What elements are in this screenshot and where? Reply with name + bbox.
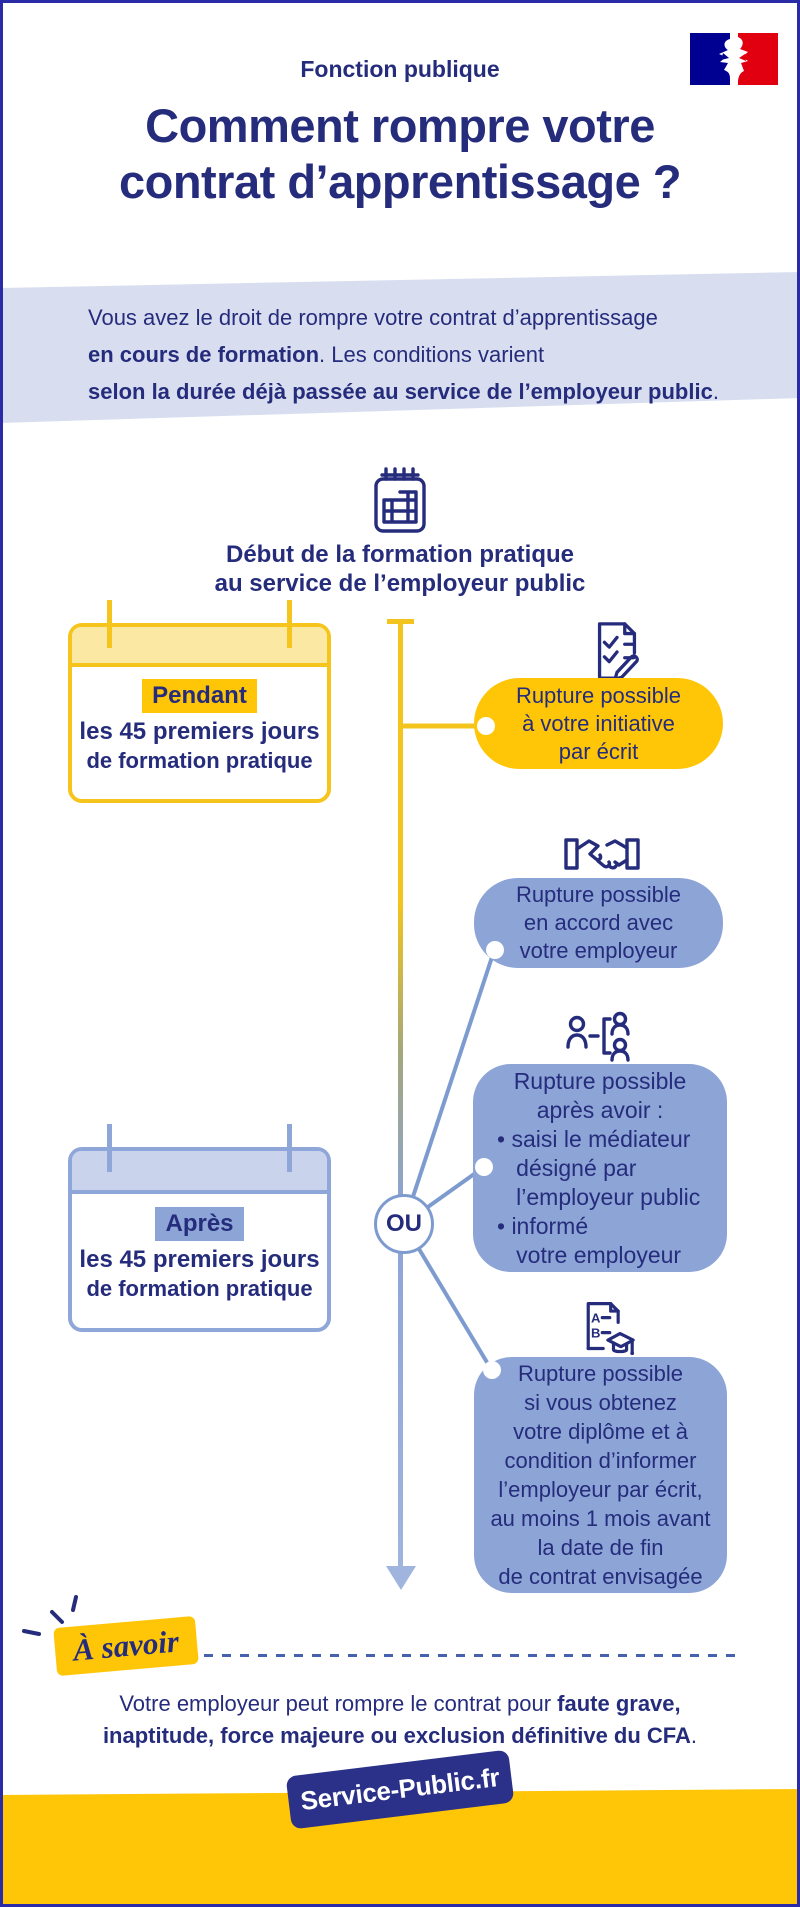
intro-band [0,272,800,423]
page-title: Comment rompre votre contrat d’apprentis… [0,98,800,210]
bubble-initiative-text: Rupture possible à votre initiative par … [515,682,682,764]
note-bold-1: faute grave, [557,1691,681,1716]
intro-line2-rest: . Les conditions varient [319,342,545,367]
bubble-accord-text: Rupture possible en accord avec votre em… [515,882,682,963]
bubble-accord: Rupture possible en accord avec votre em… [474,878,723,968]
timeline-line [398,619,403,1569]
know-note: Votre employeur peut rompre le contrat p… [0,1688,800,1752]
marianne-french-flag-logo [690,33,778,85]
spark-lines-icon [20,1594,84,1640]
intro-text: Vous avez le droit de rompre votre contr… [88,299,788,410]
note-end: . [690,1723,698,1748]
timeline-start-line1: Début de la formation pratique [225,541,575,568]
or-node: OU [374,1194,434,1254]
intro-line1: Vous avez le droit de rompre votre contr… [88,305,658,330]
diploma-graduation-icon: A B [577,1298,635,1356]
connector-dot [483,1361,501,1379]
dashed-divider [204,1654,742,1657]
bubble-mediateur: Rupture possible après avoir : • saisi l… [473,1064,727,1272]
period-card-apres: Après les 45 premiers jours de formation… [68,1147,331,1332]
handshake-icon [564,831,640,877]
highlight-apres: Après [155,1207,244,1241]
page-title-line2: contrat d’apprentissage ? [118,155,682,208]
apres-line1: les 45 premiers jours [79,1246,320,1273]
calendar-spiral-icon [368,466,432,536]
svg-text:A: A [591,1310,601,1325]
calendar-binding-post [287,1124,292,1172]
bubble-initiative: Rupture possible à votre initiative par … [474,678,723,769]
svg-text:B: B [591,1325,600,1340]
connector-dot [486,941,504,959]
calendar-binding-post [107,1124,112,1172]
timeline-start-line2: au service de l’employeur public [214,570,586,597]
note-normal: Votre employeur peut rompre le contrat p… [119,1691,558,1716]
calendar-header-band [72,627,327,667]
intro-line3-bold: selon la durée déjà passée au service de… [88,379,713,404]
highlight-pendant: Pendant [142,679,257,713]
document-checklist-pencil-icon [586,618,648,684]
note-bold-2: inaptitude, force majeure ou exclusion d… [102,1723,691,1748]
pendant-line1: les 45 premiers jours [79,718,320,745]
intro-line2-bold: en cours de formation [88,342,320,367]
know-badge-label: À savoir [71,1623,181,1668]
timeline-arrow-icon [386,1566,416,1590]
intro-line3-end: . [712,379,719,404]
calendar-header-band [72,1151,327,1194]
page-title-line1: Comment rompre votre [145,99,655,152]
bubble-diplome: Rupture possible si vous obtenez votre d… [474,1357,727,1593]
connector-dot [475,1158,493,1176]
connector-dot [477,717,495,735]
timeline-start-label: Début de la formation pratique au servic… [0,540,800,598]
pendant-line2: de formation pratique [86,748,313,773]
calendar-binding-post [107,600,112,648]
mediator-people-icon [566,1008,634,1064]
bubble-diplome-text: Rupture possible si vous obtenez votre d… [490,1361,711,1589]
bubble-mediateur-bullets: • saisi le médiateur désigné par l’emplo… [497,1125,701,1268]
calendar-binding-post [287,600,292,648]
or-label: OU [386,1210,422,1237]
period-card-pendant: Pendant les 45 premiers jours de formati… [68,623,331,803]
bubble-mediateur-title: Rupture possible après avoir : [513,1067,687,1123]
apres-line2: de formation pratique [86,1276,313,1301]
ministry-label: Fonction publique [300,56,500,82]
